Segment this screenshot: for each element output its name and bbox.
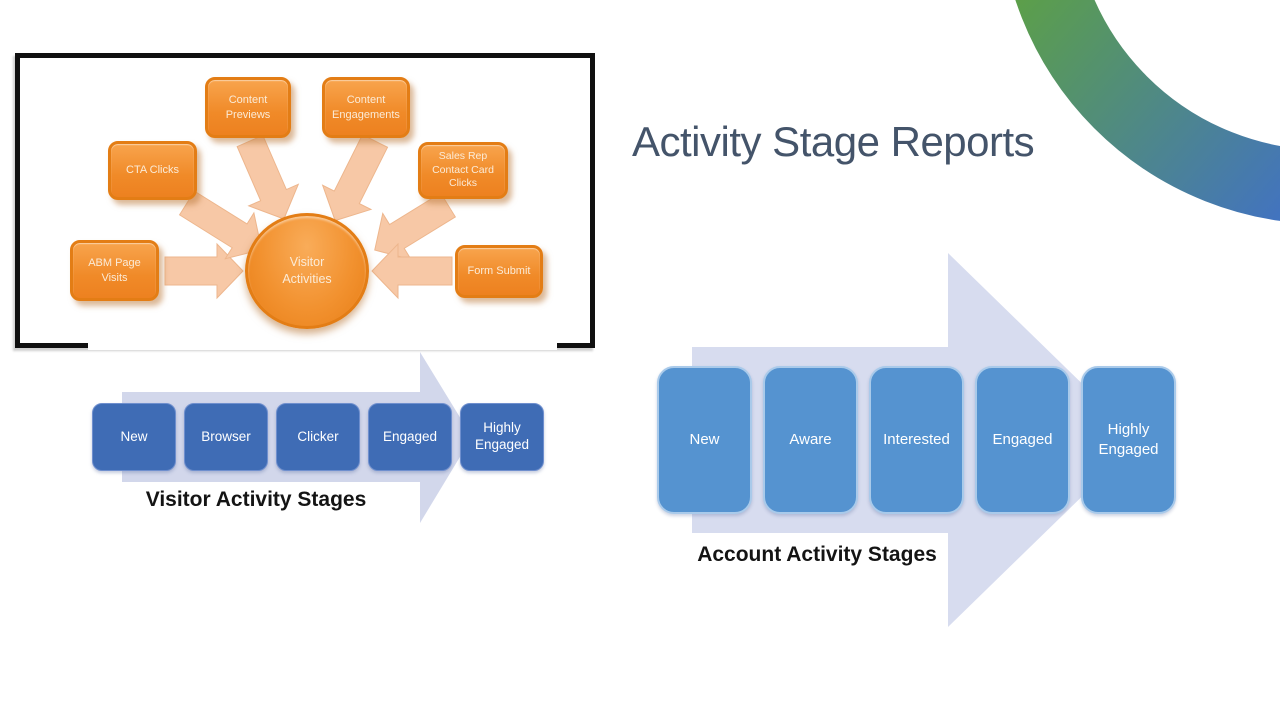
visitor-stage-engaged: Engaged [368, 403, 452, 471]
funnel-arrows-layer [164, 134, 457, 300]
visitor-activities-diagram: CTA Clicks Content Previews Content Enga… [15, 53, 595, 348]
visitor-stage-highly-engaged: Highly Engaged [460, 403, 544, 471]
frame-bottom-gap [88, 342, 557, 350]
visitor-stage-browser: Browser [184, 403, 268, 471]
visitor-stages-caption: Visitor Activity Stages [145, 488, 367, 511]
visitor-activities-circle: Visitor Activities [245, 213, 369, 329]
arrow-abm-to-circle [164, 242, 244, 300]
arrow-form-to-circle [371, 242, 453, 300]
account-stage-new: New [657, 366, 752, 514]
account-stage-interested: Interested [869, 366, 964, 514]
arrow-previews-to-circle [236, 134, 300, 220]
activity-box-form-submit: Form Submit [455, 245, 543, 298]
activity-box-abm-page-visits: ABM Page Visits [70, 240, 159, 301]
activity-box-content-previews: Content Previews [205, 77, 291, 138]
arrow-engagements-to-circle [321, 134, 389, 222]
account-stages-caption: Account Activity Stages [697, 543, 937, 566]
visitor-stage-clicker: Clicker [276, 403, 360, 471]
activity-box-content-engagements: Content Engagements [322, 77, 410, 138]
visitor-stage-new: New [92, 403, 176, 471]
account-stage-engaged: Engaged [975, 366, 1070, 514]
activity-box-cta-clicks: CTA Clicks [108, 141, 197, 200]
arrow-cta-to-circle [178, 190, 263, 260]
account-stage-aware: Aware [763, 366, 858, 514]
arc-ring [1015, 0, 1280, 221]
page-title: Activity Stage Reports [632, 118, 1035, 165]
account-stage-highly-engaged: Highly Engaged [1081, 366, 1176, 514]
activity-box-sales-rep-contact-card-clicks: Sales Rep Contact Card Clicks [418, 142, 508, 199]
